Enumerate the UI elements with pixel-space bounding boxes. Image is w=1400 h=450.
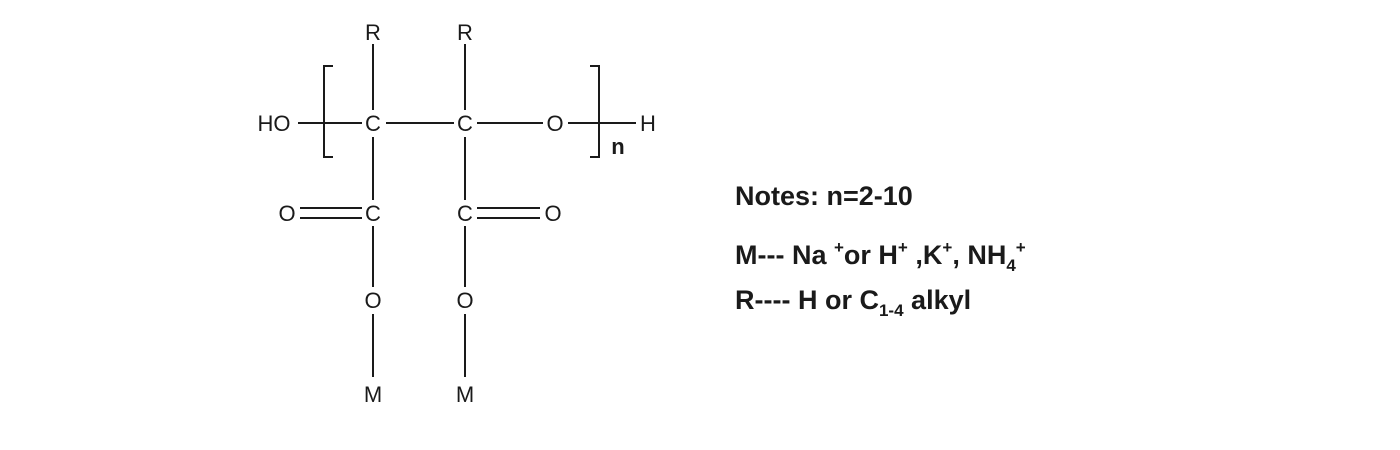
notes-m-sup-4: +: [1015, 238, 1026, 257]
notes-m-sub-1: 4: [1006, 256, 1016, 275]
atom-o-carbonyl-left: O: [278, 201, 295, 226]
notes-m-mid-2: ,K: [907, 240, 943, 270]
notes-m-prefix: M--- Na: [735, 240, 834, 270]
notes-block: Notes: n=2-10 M--- Na +or H+ ,K+, NH4+ R…: [735, 170, 1026, 326]
atom-c-carbonyl-right: C: [457, 201, 473, 226]
bracket-left: [323, 65, 333, 158]
notes-r-suffix: alkyl: [903, 285, 972, 315]
atom-o-chain: O: [546, 111, 563, 136]
atom-c-right: C: [457, 111, 473, 136]
notes-m-sup-1: +: [833, 238, 844, 257]
atom-c-left: C: [365, 111, 381, 136]
atom-m-right: M: [456, 382, 474, 407]
notes-line-r-definition: R---- H or C1-4 alkyl: [735, 274, 1026, 326]
notes-m-sup-2: +: [897, 238, 908, 257]
atom-o-ester-left: O: [364, 288, 381, 313]
notes-r-sub-1: 1-4: [878, 301, 904, 320]
notes-n-range-text: Notes: n=2-10: [735, 181, 913, 211]
atom-r-left: R: [365, 20, 381, 45]
atom-c-carbonyl-left: C: [365, 201, 381, 226]
atom-o-carbonyl-right: O: [544, 201, 561, 226]
atom-r-right: R: [457, 20, 473, 45]
atom-m-left: M: [364, 382, 382, 407]
atom-ho: HO: [258, 111, 291, 136]
repeat-count-n: n: [611, 134, 624, 159]
notes-m-mid-3: , NH: [952, 240, 1007, 270]
atom-o-ester-right: O: [456, 288, 473, 313]
notes-line-n-range: Notes: n=2-10: [735, 170, 1026, 222]
bracket-right: [590, 65, 600, 158]
atom-h-end: H: [640, 111, 656, 136]
notes-m-mid-1: or H: [843, 240, 898, 270]
notes-r-prefix: R---- H or C: [735, 285, 879, 315]
notes-m-sup-3: +: [942, 238, 953, 257]
notes-line-m-definition: M--- Na +or H+ ,K+, NH4+: [735, 222, 1026, 275]
